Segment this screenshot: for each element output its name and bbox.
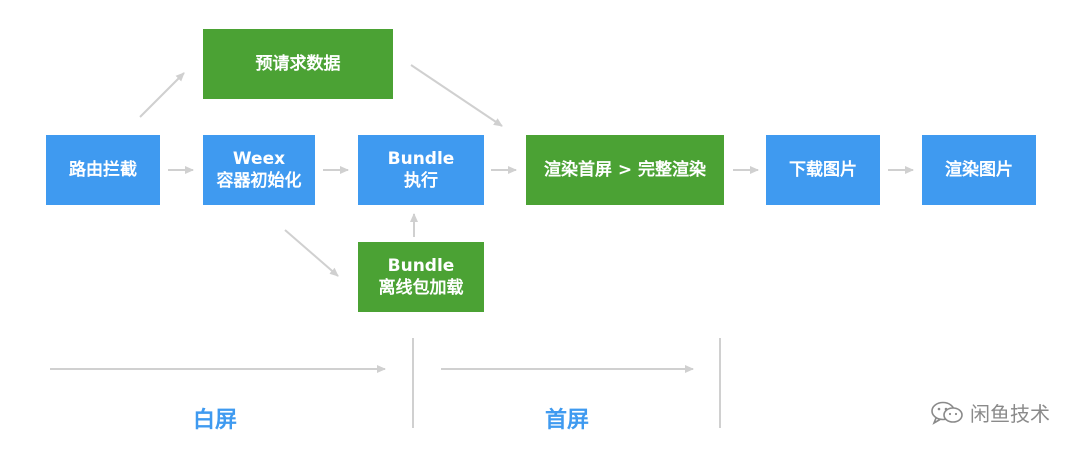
node-download-images: 下载图片 [766,135,880,205]
node-render-images: 渲染图片 [922,135,1036,205]
node-route-intercept: 路由拦截 [46,135,160,205]
node-weex-line2: 容器初始化 [216,171,302,191]
node-bundle-offline-line1: Bundle [387,256,455,276]
arrow-weex-to-offline [284,229,339,277]
wechat-icon [931,401,963,425]
node-render-first-screen: 渲染首屏 > 完整渲染 [526,135,724,205]
node-route-intercept-label: 路由拦截 [69,160,137,180]
node-weex-container-init: Weex 容器初始化 [203,135,315,205]
node-prefetch-data-label: 预请求数据 [255,54,341,74]
brand-name: 闲鱼技术 [970,402,1050,426]
node-render-label: 渲染首屏 > 完整渲染 [543,160,707,180]
node-bundle-exec-line2: 执行 [404,171,438,191]
node-prefetch-data: 预请求数据 [203,29,393,99]
arrow-prefetch-to-render [410,64,503,127]
arrow-route-to-prefetch [139,72,185,118]
phase-label-white-screen: 白屏 [192,408,237,433]
node-bundle-offline-load: Bundle 离线包加载 [358,242,484,312]
phase-label-first-screen: 首屏 [544,408,589,433]
node-render-images-label: 渲染图片 [945,160,1013,180]
node-download-label: 下载图片 [789,160,857,180]
node-bundle-exec-line1: Bundle [387,149,455,169]
brand-watermark: 闲鱼技术 [930,398,1050,427]
node-bundle-execute: Bundle 执行 [358,135,484,205]
node-bundle-offline-line2: 离线包加载 [378,278,464,298]
node-weex-line1: Weex [232,149,286,169]
